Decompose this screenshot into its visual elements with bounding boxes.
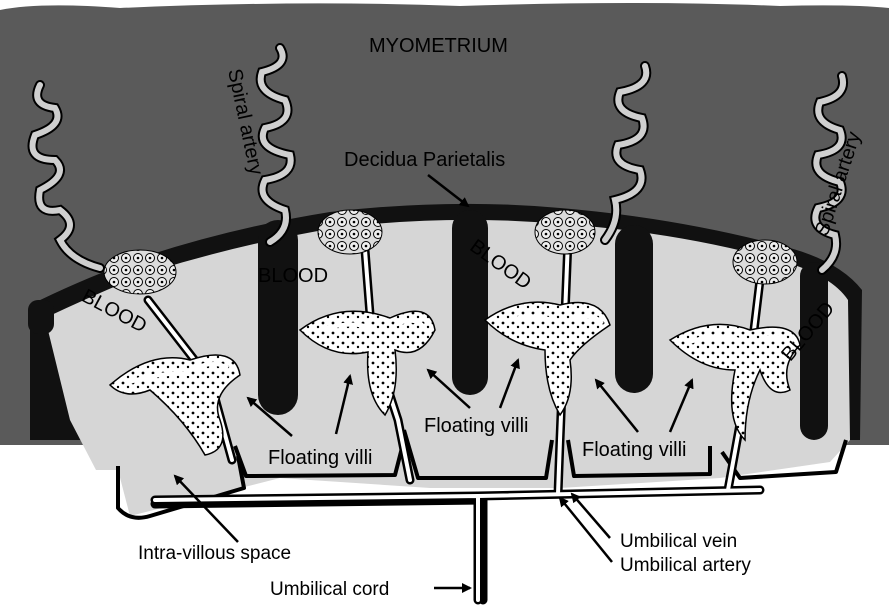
- umbilical-vein-arrow: [572, 494, 610, 538]
- blood-label-2: BLOOD: [258, 266, 328, 286]
- umbilical-vein-label: Umbilical vein: [620, 532, 737, 551]
- umbilical-cord-label: Umbilical cord: [270, 580, 389, 599]
- decidua-parietalis-label: Decidua Parietalis: [344, 150, 505, 170]
- floating-villi-label-3: Floating villi: [582, 440, 686, 460]
- intra-villous-space-label: Intra-villous space: [138, 544, 291, 563]
- umbilical-artery-label: Umbilical artery: [620, 556, 751, 575]
- myometrium-label: MYOMETRIUM: [369, 36, 508, 56]
- floating-villi-label-2: Floating villi: [424, 416, 528, 436]
- floating-villi-label-1: Floating villi: [268, 448, 372, 468]
